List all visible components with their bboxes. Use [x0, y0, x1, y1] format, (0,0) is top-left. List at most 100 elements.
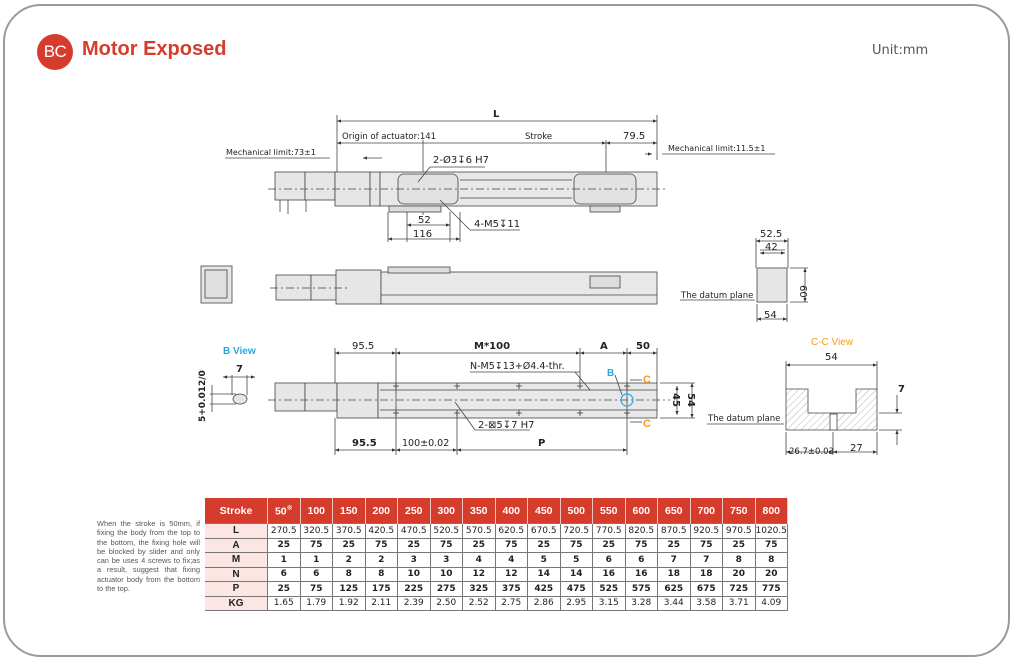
table-cell: 2.11 — [364, 595, 398, 611]
side-view — [200, 265, 658, 305]
header-stroke-value: 700 — [690, 498, 723, 524]
table-cell: 2 — [364, 552, 398, 568]
section-badge: BC — [37, 34, 73, 70]
table-cell: 12 — [462, 566, 496, 582]
page-frame — [3, 4, 1010, 657]
table-cell: 6 — [299, 566, 333, 582]
table-cell: 3.58 — [689, 595, 723, 611]
mech-limit-left: Mechanical limit:73±1 — [226, 148, 316, 157]
table-cell: 2.86 — [527, 595, 561, 611]
table-cell: 575 — [624, 581, 658, 597]
header-stroke-value: 250 — [397, 498, 431, 524]
b-marker: B — [607, 368, 614, 379]
header-stroke-value: 200 — [365, 498, 398, 524]
table-cell: 820.5 — [624, 523, 658, 539]
cc-view-label: C-C View — [811, 337, 854, 348]
table-cell: 770.5 — [592, 523, 626, 539]
header-stroke-value: 150 — [332, 498, 366, 524]
end-view — [680, 238, 808, 322]
table-cell: 25 — [332, 537, 366, 553]
table-cell: 75 — [429, 537, 463, 553]
table-cell: 6 — [592, 552, 626, 568]
header-stroke-value: 550 — [592, 498, 626, 524]
table-cell: 175 — [364, 581, 398, 597]
table-cell: 325 — [462, 581, 496, 597]
header-stroke-value: 350 — [462, 498, 496, 524]
table-cell: 4.09 — [754, 595, 788, 611]
dim-54-end: 54 — [764, 310, 777, 321]
table-cell: 2.50 — [429, 595, 463, 611]
page-title: Motor Exposed — [82, 38, 227, 60]
stroke-value: 650 — [664, 504, 683, 517]
table-cell: 3.71 — [722, 595, 756, 611]
dim-95-5-bottom: 95.5 — [352, 438, 377, 449]
table-cell: 8 — [332, 566, 366, 582]
dim-L: L — [493, 109, 500, 120]
stroke-value: 150 — [339, 504, 358, 517]
table-cell: 3.44 — [657, 595, 691, 611]
table-cell: 2 — [332, 552, 366, 568]
table-cell: 2.95 — [559, 595, 593, 611]
table-cell: 625 — [657, 581, 691, 597]
table-cell: 720.5 — [559, 523, 593, 539]
table-cell: 25 — [397, 537, 431, 553]
table-cell: 1 — [267, 552, 301, 568]
dim-100: 100±0.02 — [402, 438, 449, 449]
table-cell: 525 — [592, 581, 626, 597]
table-cell: 725 — [722, 581, 756, 597]
table-cell: 320.5 — [299, 523, 333, 539]
datum-plane-cc: The datum plane — [707, 414, 780, 424]
b-view-label: B View — [223, 346, 256, 357]
datum-plane-end: The datum plane — [680, 291, 753, 301]
stroke-value: 500 — [567, 504, 586, 517]
dim-50: 50 — [636, 341, 650, 352]
row-label: KG — [205, 595, 268, 611]
table-cell: 1.65 — [267, 595, 301, 611]
footnote-mark: ※ — [286, 504, 293, 512]
table-cell: 920.5 — [689, 523, 723, 539]
table-cell: 75 — [559, 537, 593, 553]
dim-stroke: Stroke — [525, 132, 552, 142]
table-cell: 7 — [689, 552, 723, 568]
table-cell: 225 — [397, 581, 431, 597]
cc-dim-54: 54 — [825, 352, 838, 363]
bottom-view — [210, 348, 695, 455]
dim-42: 42 — [765, 242, 778, 253]
table-cell: 475 — [559, 581, 593, 597]
c-marker-top: C — [643, 374, 651, 386]
table-cell: 620.5 — [494, 523, 528, 539]
unit-label: Unit:mm — [872, 43, 929, 58]
dim-52-5: 52.5 — [760, 229, 782, 240]
table-cell: 3.28 — [624, 595, 658, 611]
table-cell: 75 — [624, 537, 658, 553]
table-cell: 1020.5 — [754, 523, 788, 539]
row-label: M — [205, 552, 268, 568]
table-cell: 5 — [527, 552, 561, 568]
table-cell: 2.39 — [397, 595, 431, 611]
header-stroke-value: 300 — [430, 498, 463, 524]
stroke-value: 200 — [372, 504, 391, 517]
c-marker-bottom: C — [643, 418, 651, 430]
table-cell: 12 — [494, 566, 528, 582]
table-cell: 375 — [494, 581, 528, 597]
header-stroke-value: 50※ — [267, 498, 301, 524]
table-cell: 8 — [754, 552, 788, 568]
table-cell: 2.52 — [462, 595, 496, 611]
stroke-value: 400 — [502, 504, 521, 517]
table-cell: 75 — [689, 537, 723, 553]
table-cell: 25 — [657, 537, 691, 553]
pin-callout: 2-⊠5↧7 H7 — [478, 420, 535, 431]
table-cell: 8 — [722, 552, 756, 568]
table-cell: 25 — [592, 537, 626, 553]
b-view-tolerance: 5+0.012/0 — [198, 370, 208, 422]
table-cell: 520.5 — [429, 523, 463, 539]
table-cell: 470.5 — [397, 523, 431, 539]
table-cell: 970.5 — [722, 523, 756, 539]
table-cell: 25 — [527, 537, 561, 553]
